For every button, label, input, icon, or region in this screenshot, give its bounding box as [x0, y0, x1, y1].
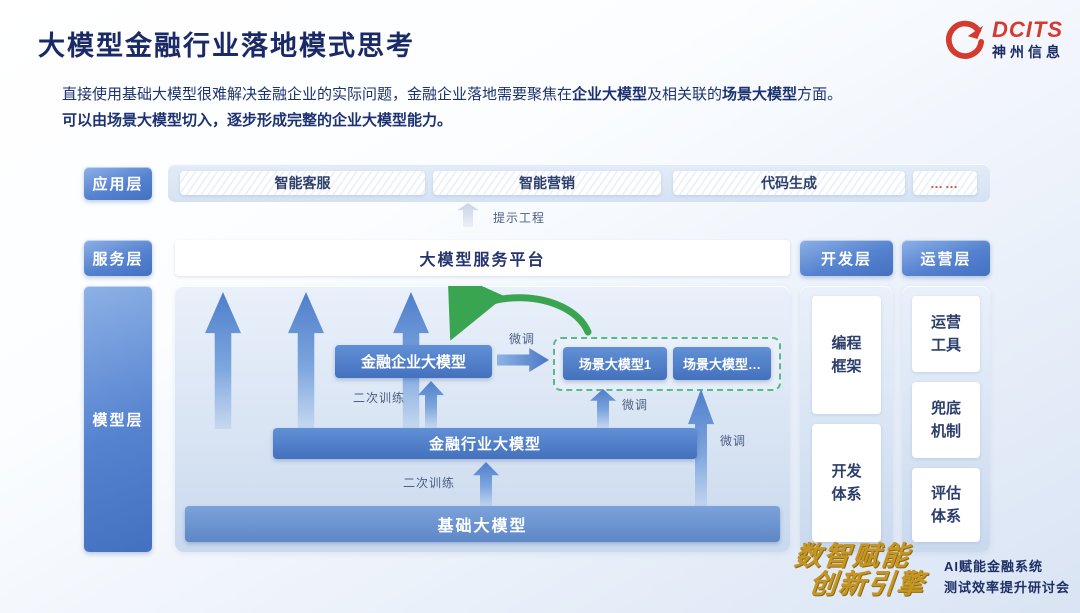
operations-layer-panel: 运营工具 兜底机制 评估体系	[902, 286, 990, 552]
finetune-label: 微调	[720, 434, 747, 448]
ops-item-operation-tools: 运营工具	[912, 296, 980, 372]
event-line-1: AI赋能金融系统	[944, 559, 1044, 574]
industry-model-box: 金融行业大模型	[273, 428, 697, 459]
base-model-box: 基础大模型	[185, 506, 780, 542]
app-item-code-generation: 代码生成	[673, 171, 905, 195]
dev-item-programming-framework: 编程框架	[812, 296, 881, 414]
intro-seg1: 直接使用基础大模型很难解决金融企业的实际问题，金融企业落地需要聚焦在	[62, 86, 573, 103]
scenario-models-container: 场景大模型1 场景大模型…	[553, 337, 781, 391]
app-item-customer-service: 智能客服	[180, 171, 425, 195]
application-layer-strip: 智能客服 智能营销 代码生成 ……	[168, 164, 990, 202]
development-layer-label: 开发层	[800, 240, 893, 276]
footer-event-name: AI赋能金融系统 测试效率提升研讨会	[944, 556, 1070, 599]
slogan-line-1: 数智赋能	[792, 541, 913, 571]
retrain-label: 二次训练	[353, 391, 406, 405]
intro-paragraph: 直接使用基础大模型很难解决金融企业的实际问题，金融企业落地需要聚焦在企业大模型及…	[62, 82, 1027, 135]
up-arrow-icon	[288, 292, 324, 429]
model-layer-label: 模型层	[84, 286, 152, 552]
finetune-label: 微调	[622, 398, 649, 412]
ops-item-evaluation-system: 评估体系	[912, 468, 980, 542]
finetune-label: 微调	[509, 332, 536, 346]
application-layer-label: 应用层	[84, 167, 152, 200]
up-arrow-icon	[590, 389, 616, 428]
intro-line-1: 直接使用基础大模型很难解决金融企业的实际问题，金融企业落地需要聚焦在企业大模型及…	[62, 82, 1027, 108]
company-logo: DCITS 神州信息	[943, 17, 1064, 61]
intro-line-2: 可以由场景大模型切入，逐步形成完整的企业大模型能力。	[62, 108, 1027, 134]
development-layer-panel: 编程框架 开发体系	[800, 286, 893, 552]
intro-seg5: 方面。	[797, 86, 843, 103]
logo-brand: DCITS	[992, 17, 1063, 42]
right-arrow-icon	[497, 348, 549, 372]
service-layer-label: 服务层	[84, 240, 152, 276]
scenario-model-1-box: 场景大模型1	[563, 347, 667, 380]
ops-item-fallback-mechanism: 兜底机制	[912, 382, 980, 458]
app-item-more: ……	[913, 171, 977, 195]
footer-slogan: 数智赋能 创新引擎	[790, 541, 930, 600]
logo-company-name: 神州信息	[992, 44, 1064, 61]
dev-item-development-system: 开发体系	[812, 424, 881, 542]
intro-seg3: 及相关联的	[647, 86, 723, 103]
prompt-engineering-label: 提示工程	[493, 211, 546, 225]
retrain-label: 二次训练	[403, 476, 456, 490]
operations-layer-label: 运营层	[902, 240, 990, 276]
page-title: 大模型金融行业落地模式思考	[38, 31, 415, 61]
slogan-line-2: 创新引擎	[807, 569, 928, 600]
dcits-swoosh-icon	[946, 20, 985, 59]
intro-line2-bold: 可以由场景大模型切入，逐步形成完整的企业大模型能力。	[62, 112, 453, 130]
up-arrow-icon	[418, 381, 444, 428]
up-arrow-icon	[473, 462, 499, 506]
intro-seg4-bold: 场景大模型	[722, 86, 798, 103]
up-arrow-icon	[205, 292, 241, 429]
service-platform-box: 大模型服务平台	[175, 240, 790, 276]
scenario-model-more-box: 场景大模型…	[673, 347, 771, 380]
model-layer-panel: 金融企业大模型 微调 场景大模型1 场景大模型… 二次训练 微调 微调 金融行业…	[175, 286, 790, 552]
enterprise-model-box: 金融企业大模型	[335, 345, 492, 378]
event-line-2: 测试效率提升研讨会	[944, 580, 1071, 596]
intro-seg2-bold: 企业大模型	[572, 86, 648, 103]
logo-text: DCITS 神州信息	[992, 17, 1064, 61]
app-item-marketing: 智能营销	[433, 171, 661, 195]
prompt-up-arrow-icon	[457, 203, 479, 227]
